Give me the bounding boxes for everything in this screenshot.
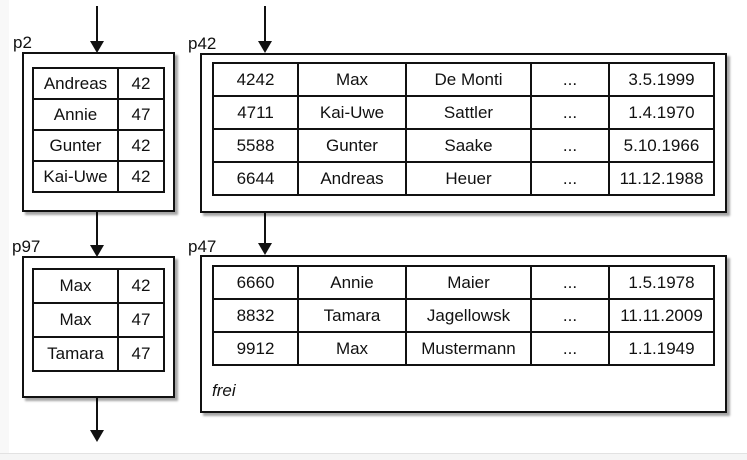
- arrow-shaft: [96, 6, 98, 42]
- table-row: 6660 Annie Maier ... 1.5.1978: [212, 265, 715, 300]
- cell-ellipsis: ...: [530, 298, 610, 333]
- cell-id: 5588: [212, 128, 299, 163]
- cell-name: Kai-Uwe: [32, 160, 119, 193]
- cell-lastname: Maier: [405, 265, 532, 300]
- arrow-p42-to-p47: [258, 213, 272, 255]
- cell-id: 6660: [212, 265, 299, 300]
- arrow-shaft: [264, 213, 266, 244]
- free-space-label: frei: [212, 381, 236, 400]
- cell-id: 9912: [212, 331, 299, 366]
- page-label-p97: p97: [12, 237, 41, 256]
- cell-ellipsis: ...: [530, 265, 610, 300]
- cell-date: 3.5.1999: [608, 62, 715, 97]
- cell-ellipsis: ...: [530, 161, 610, 196]
- cell-firstname: Max: [297, 62, 407, 97]
- cell-firstname: Gunter: [297, 128, 407, 163]
- arrow-into-p42: [258, 6, 272, 53]
- cell-lastname: Jagellowsk: [405, 298, 532, 333]
- cell-date: 1.5.1978: [608, 265, 715, 300]
- page-table-p47: 6660 Annie Maier ... 1.5.1978 8832 Tamar…: [212, 265, 715, 366]
- arrowhead-down-icon: [90, 430, 104, 442]
- cell-value: 42: [117, 129, 165, 162]
- cell-ellipsis: ...: [530, 128, 610, 163]
- arrowhead-down-icon: [90, 245, 104, 257]
- cell-name: Andreas: [32, 67, 119, 100]
- table-row: 6644 Andreas Heuer ... 11.12.1988: [212, 161, 715, 196]
- page-table-p2: Andreas 42 Annie 47 Gunter 42 Kai-Uwe 42: [32, 67, 165, 193]
- table-row: Andreas 42: [32, 67, 165, 100]
- page-label-p42: p42: [188, 34, 217, 53]
- cell-value: 47: [117, 98, 165, 131]
- cell-id: 8832: [212, 298, 299, 333]
- cell-ellipsis: ...: [530, 95, 610, 130]
- cell-id: 4242: [212, 62, 299, 97]
- table-row: Tamara 47: [32, 336, 165, 372]
- cell-date: 1.4.1970: [608, 95, 715, 130]
- arrowhead-down-icon: [90, 41, 104, 53]
- table-row: 4242 Max De Monti ... 3.5.1999: [212, 62, 715, 97]
- cell-lastname: De Monti: [405, 62, 532, 97]
- table-row: 8832 Tamara Jagellowsk ... 11.11.2009: [212, 298, 715, 333]
- cell-id: 6644: [212, 161, 299, 196]
- table-row: 5588 Gunter Saake ... 5.10.1966: [212, 128, 715, 163]
- cell-firstname: Kai-Uwe: [297, 95, 407, 130]
- table-row: Max 47: [32, 302, 165, 338]
- cell-date: 11.12.1988: [608, 161, 715, 196]
- cell-date: 5.10.1966: [608, 128, 715, 163]
- cell-value: 47: [117, 302, 165, 338]
- cell-value: 42: [117, 160, 165, 193]
- cell-lastname: Heuer: [405, 161, 532, 196]
- bottom-edge-bar: [0, 453, 747, 460]
- cell-firstname: Max: [297, 331, 407, 366]
- cell-firstname: Annie: [297, 265, 407, 300]
- cell-date: 11.11.2009: [608, 298, 715, 333]
- cell-name: Max: [32, 302, 119, 338]
- cell-name: Max: [32, 268, 119, 304]
- page-box-p42: 4242 Max De Monti ... 3.5.1999 4711 Kai-…: [200, 53, 727, 213]
- page-box-p97: Max 42 Max 47 Tamara 47: [22, 256, 175, 398]
- page-box-p2: Andreas 42 Annie 47 Gunter 42 Kai-Uwe 42: [22, 52, 175, 212]
- cell-lastname: Sattler: [405, 95, 532, 130]
- arrowhead-down-icon: [258, 41, 272, 53]
- cell-lastname: Mustermann: [405, 331, 532, 366]
- arrow-out-of-p97: [90, 398, 104, 442]
- page-table-p42: 4242 Max De Monti ... 3.5.1999 4711 Kai-…: [212, 62, 715, 196]
- table-row: Max 42: [32, 268, 165, 304]
- arrowhead-down-icon: [258, 243, 272, 255]
- table-row: Kai-Uwe 42: [32, 160, 165, 193]
- table-row: 4711 Kai-Uwe Sattler ... 1.4.1970: [212, 95, 715, 130]
- cell-ellipsis: ...: [530, 331, 610, 366]
- left-edge-margin: [0, 0, 9, 460]
- page-label-p47: p47: [188, 237, 217, 256]
- page-box-p47: 6660 Annie Maier ... 1.5.1978 8832 Tamar…: [200, 255, 727, 413]
- arrow-shaft: [264, 6, 266, 42]
- cell-value: 42: [117, 268, 165, 304]
- cell-firstname: Andreas: [297, 161, 407, 196]
- table-row: Annie 47: [32, 98, 165, 131]
- cell-lastname: Saake: [405, 128, 532, 163]
- arrow-shaft: [96, 212, 98, 246]
- page-label-p2: p2: [13, 33, 32, 52]
- table-row: 9912 Max Mustermann ... 1.1.1949: [212, 331, 715, 366]
- cell-value: 42: [117, 67, 165, 100]
- table-row: Gunter 42: [32, 129, 165, 162]
- arrow-shaft: [96, 398, 98, 431]
- cell-date: 1.1.1949: [608, 331, 715, 366]
- arrow-into-p2: [90, 6, 104, 53]
- cell-id: 4711: [212, 95, 299, 130]
- page-table-p97: Max 42 Max 47 Tamara 47: [32, 268, 165, 372]
- cell-name: Gunter: [32, 129, 119, 162]
- cell-name: Tamara: [32, 336, 119, 372]
- cell-name: Annie: [32, 98, 119, 131]
- cell-ellipsis: ...: [530, 62, 610, 97]
- cell-firstname: Tamara: [297, 298, 407, 333]
- arrow-p2-to-p97: [90, 212, 104, 257]
- cell-value: 47: [117, 336, 165, 372]
